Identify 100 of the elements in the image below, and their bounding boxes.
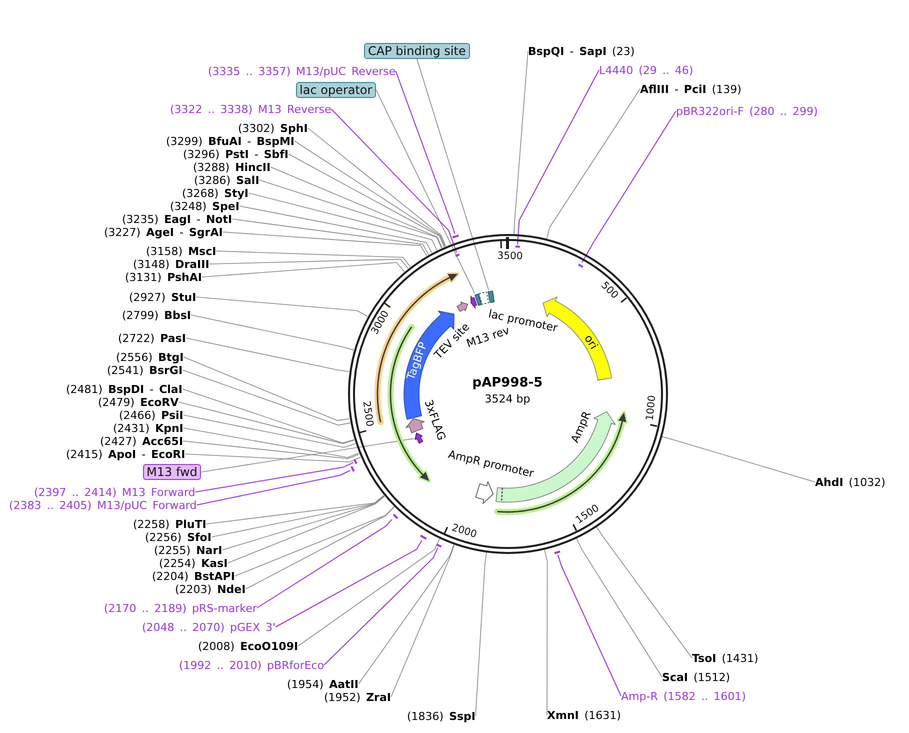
leader-line <box>245 506 395 590</box>
restriction-site-label: (2481) BspDI - ClaI <box>66 382 182 396</box>
scale-label: 1000 <box>644 394 660 422</box>
leader-line <box>194 462 354 492</box>
restriction-site-label: (3286) SalI <box>194 174 260 186</box>
restriction-site-label: (2722) PasI <box>118 332 186 344</box>
feature-callout: M13 fwd <box>142 464 202 480</box>
primer-label: (2170 .. 2189) pRS-marker <box>104 602 257 614</box>
leader-line <box>275 540 422 628</box>
leader-line <box>227 496 385 564</box>
restriction-site-label: (3288) HincII <box>193 160 271 174</box>
leader-line <box>376 90 476 294</box>
restriction-site-label: (2427) Acc65I <box>100 434 184 448</box>
restriction-site-label: ScaI (1512) <box>662 670 730 684</box>
leader-line <box>514 50 528 235</box>
feature-callout: lac operator <box>296 82 376 98</box>
leader-line <box>416 58 490 290</box>
restriction-site-label: (2556) BtgI <box>116 350 184 364</box>
restriction-site-label: (1954) AatII <box>287 678 358 690</box>
restriction-site-label: (2008) EcoO109I <box>198 640 298 652</box>
primer-label: (1992 .. 2010) pBRforEco <box>179 658 324 672</box>
restriction-site-label: (2203) NdeI <box>175 582 246 596</box>
leader-line <box>182 388 355 444</box>
leader-line <box>248 192 438 251</box>
leader-line <box>258 180 442 249</box>
leader-line <box>183 428 360 458</box>
restriction-site-label: TsoI (1431) <box>692 652 758 664</box>
leader-line <box>517 70 600 246</box>
leader-line <box>390 544 455 698</box>
plasmid-backbone <box>348 234 668 554</box>
primer-label: pBR322ori-F (280 .. 299) <box>676 104 818 118</box>
leader-line <box>178 402 355 444</box>
leader-line <box>184 454 361 462</box>
leader-line <box>211 495 384 538</box>
scale-label: 2500 <box>359 400 375 428</box>
leader-line <box>307 128 446 247</box>
restriction-site-label: (3299) BfuAI - BspMI <box>166 134 295 148</box>
restriction-site-label: (3248) SpeI <box>170 200 240 212</box>
restriction-site-label: (2256) SfoI <box>145 530 212 544</box>
leader-line <box>222 496 385 550</box>
leader-line <box>294 140 446 248</box>
leader-line <box>576 538 662 678</box>
leader-line <box>298 538 440 646</box>
primer-label: (3335 .. 3357) M13/pUC Reverse <box>208 64 396 78</box>
restriction-site-label: AhdI (1032) <box>815 476 886 488</box>
leader-line <box>190 314 354 350</box>
scale-label: 3500 <box>497 250 523 264</box>
leader-line <box>256 518 392 608</box>
scale-label: 2000 <box>450 522 478 542</box>
restriction-site-label: AflIII - PciI (139) <box>640 82 742 96</box>
restriction-site-label: (2415) ApoI - EcoRI <box>66 448 186 460</box>
restriction-site-label: (2204) BstAPI <box>152 570 235 582</box>
restriction-site-label: BspQI - SapI (23) <box>528 44 635 58</box>
restriction-site-label: (2258) PluTI <box>133 518 206 530</box>
leader-line <box>182 370 351 426</box>
feature-label: ori <box>581 332 600 352</box>
restriction-site-label: XmnI (1631) <box>547 708 621 722</box>
restriction-site-label: (2799) BbsI <box>122 308 191 322</box>
restriction-site-label: (3227) AgeI - SgrAI <box>104 226 223 238</box>
leader-line <box>200 438 414 472</box>
restriction-site-label: (2479) EcoRV <box>98 396 179 408</box>
feature-callout: CAP binding site <box>364 43 470 59</box>
primer-label: (3322 .. 3338) M13 Reverse <box>170 102 332 116</box>
leader-line <box>216 250 411 268</box>
primer-label: Amp-R (1582 .. 1601) <box>621 690 746 702</box>
restriction-site-label: (1836) SspI <box>407 710 476 722</box>
scale-label: 500 <box>598 280 620 302</box>
leader-line <box>202 262 405 278</box>
restriction-site-label: (2255) NarI <box>154 544 222 556</box>
restriction-site-label: (3131) PshAI <box>125 270 202 284</box>
leader-line <box>234 506 394 576</box>
restriction-site-label: (1952) ZraI <box>324 690 391 704</box>
leader-line <box>546 88 640 240</box>
restriction-site-label: (3268) StyI <box>182 186 249 200</box>
leader-line <box>182 414 356 448</box>
leader-line <box>232 218 430 256</box>
leader-line <box>288 154 445 248</box>
restriction-site-label: (2927) StuI <box>129 290 196 304</box>
leader-line <box>208 258 408 270</box>
feature-label: AmpR promoter <box>447 448 536 480</box>
leader-line <box>239 206 432 254</box>
leader-line <box>557 554 622 696</box>
primer-label: (2048 .. 2070) pGEX 3' <box>142 620 276 634</box>
leader-line <box>196 470 351 506</box>
leader-line <box>596 526 692 658</box>
plasmid-length: 3524 bp <box>484 392 530 406</box>
restriction-site-label: (2431) KpnI <box>113 422 184 434</box>
leader-line <box>182 440 360 460</box>
plasmid-name: pAP998-5 <box>472 376 543 390</box>
leader-line <box>582 110 676 264</box>
leader-line <box>270 166 443 248</box>
restriction-site-label: (3235) EagI - NotI <box>122 212 232 226</box>
restriction-site-label: (2541) BsrGI <box>107 364 183 376</box>
restriction-site-label: (2466) PsiI <box>119 408 184 422</box>
leader-line <box>186 338 350 372</box>
restriction-site-label: (3302) SphI <box>238 122 308 134</box>
leader-line <box>661 436 816 482</box>
leader-line <box>330 108 458 254</box>
leader-line <box>395 70 456 234</box>
leader-line <box>196 296 368 317</box>
